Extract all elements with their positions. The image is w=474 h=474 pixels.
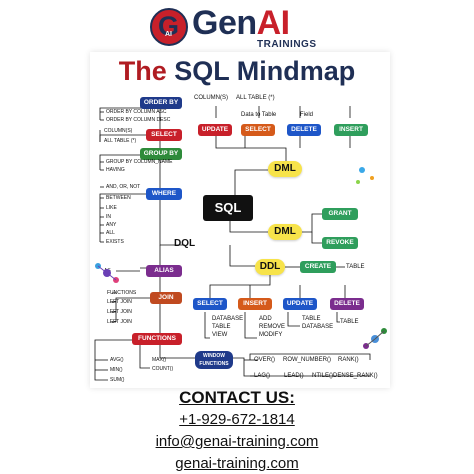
ddl-item: MODIFY <box>259 332 283 338</box>
dml-insert: INSERT <box>334 124 368 136</box>
node-where: WHERE <box>146 188 182 200</box>
window-item: LAG() <box>254 373 271 379</box>
ddl-create: CREATE <box>300 261 336 273</box>
where-item: AND, OR, NOT <box>106 184 141 190</box>
ddl-item: DATABASE <box>302 324 334 330</box>
function-item: MAX() <box>152 357 167 363</box>
function-item: SUM() <box>110 377 125 383</box>
where-item: IN <box>106 214 111 220</box>
node-alias: ALIAS <box>146 265 182 277</box>
sparkle-icon <box>356 167 374 184</box>
dcl-grant: GRANT <box>322 208 358 220</box>
contact-phone[interactable]: +1-929-672-1814 <box>179 411 295 428</box>
contact-email[interactable]: info@genai-training.com <box>155 433 319 450</box>
title-the: The <box>118 56 167 86</box>
molecule-icon <box>363 328 387 349</box>
function-item: COUNT() <box>152 366 174 372</box>
dcl-revoke: REVOKE <box>322 237 358 249</box>
node-group-by: GROUP BY <box>140 148 182 160</box>
order-by-item: ORDER BY COLUMN DESC <box>106 117 171 123</box>
select-item: COLUMN(S) <box>104 128 133 134</box>
where-item: ALL <box>106 230 115 236</box>
window-item: ROW_NUMBER() <box>283 357 331 363</box>
dcl-node: DML <box>268 224 302 240</box>
brand-gen: Gen <box>192 4 257 42</box>
node-order-by: ORDER BY <box>140 97 182 109</box>
dml-delete: DELETE <box>287 124 321 136</box>
where-item: ANY <box>106 222 117 228</box>
molecule-icon <box>95 263 119 283</box>
title-mindmap: SQL Mindmap <box>174 56 356 86</box>
dml-select: SELECT <box>241 124 275 136</box>
ddl-item: ADD <box>259 316 272 322</box>
node-window-functions: WINDOW FUNCTIONS <box>195 351 233 369</box>
ddl-item: VIEW <box>212 332 228 338</box>
contact-website[interactable]: genai-training.com <box>175 455 299 472</box>
dml-top-label: ALL TABLE (*) <box>236 95 275 101</box>
window-label-1: WINDOW <box>203 353 225 359</box>
contact-heading: CONTACT US: <box>179 388 295 407</box>
dml-update: UPDATE <box>198 124 232 136</box>
function-item: MIN() <box>110 367 123 373</box>
select-item: ALL TABLE (*) <box>104 138 137 144</box>
ddl-select: SELECT <box>193 298 227 310</box>
ddl-item: TABLE <box>212 324 231 330</box>
join-item: LEFT JOIN <box>107 299 132 305</box>
ddl-item: TABLE <box>340 319 359 325</box>
logo-glyph: G <box>158 11 180 41</box>
brand-ai: AI <box>256 4 291 42</box>
where-item: EXISTS <box>106 239 124 245</box>
node-functions: FUNCTIONS <box>132 333 182 345</box>
group-by-item: HAVING <box>106 167 125 173</box>
node-select: SELECT <box>146 129 182 141</box>
window-item: OVER() <box>254 357 275 363</box>
window-item: NTILE() <box>312 373 333 379</box>
window-item: DENSE_RANK() <box>333 373 378 379</box>
logo-icon: G AI <box>150 8 188 46</box>
sql-node: SQL <box>203 195 253 221</box>
brand-logo: G AI GenAI TRAININGS <box>150 4 340 53</box>
function-item: AVG() <box>110 357 124 363</box>
ddl-node: DDL <box>255 259 285 275</box>
brand-name: GenAI <box>192 4 290 43</box>
window-item: RANK() <box>338 357 359 363</box>
ddl-create-item: TABLE <box>346 264 365 270</box>
ddl-item: REMOVE <box>259 324 286 330</box>
page-title: The SQL Mindmap <box>0 56 474 87</box>
logo-badge: AI <box>165 31 172 38</box>
ddl-delete: DELETE <box>330 298 364 310</box>
group-by-item: GROUP BY COLUMN_NAME <box>106 159 173 165</box>
dml-node: DML <box>268 161 302 177</box>
order-by-item: ORDER BY COLUMN ASC <box>106 109 167 115</box>
node-join: JOIN <box>150 292 182 304</box>
where-item: BETWEEN <box>106 195 131 201</box>
ddl-update: UPDATE <box>283 298 317 310</box>
where-item: LIKE <box>106 205 117 211</box>
join-item: FUNCTIONS <box>107 290 137 296</box>
join-item: LEFT JOIN <box>107 319 132 325</box>
dml-top-label: Field <box>300 112 314 118</box>
ddl-insert: INSERT <box>238 298 272 310</box>
dml-top-label: Data to Table <box>241 112 277 118</box>
window-item: LEAD() <box>284 373 304 379</box>
dql-label: DQL <box>174 238 196 249</box>
window-label-2: FUNCTIONS <box>199 361 229 367</box>
brand-subtitle: TRAININGS <box>257 39 317 50</box>
join-item: LEFT JOIN <box>107 309 132 315</box>
ddl-item: DATABASE <box>212 316 244 322</box>
dml-top-label: COLUMN(S) <box>194 95 228 101</box>
ddl-item: TABLE <box>302 316 321 322</box>
